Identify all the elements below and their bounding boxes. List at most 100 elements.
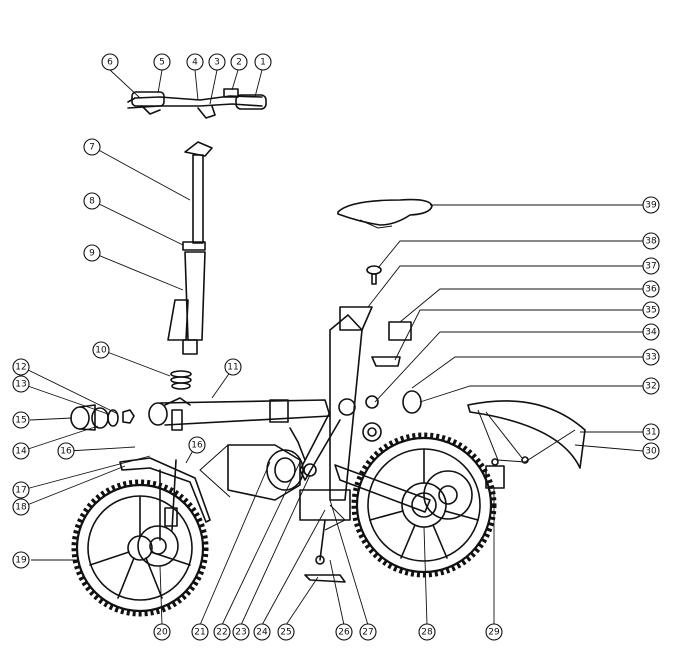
callout-circle	[642, 323, 660, 341]
callout-2: 2	[230, 53, 248, 71]
callout-circle	[83, 244, 101, 262]
handlebar-assembly	[127, 88, 267, 119]
callout-20: 20	[153, 623, 171, 641]
callout-circle	[642, 280, 660, 298]
callout-22: 22	[213, 623, 231, 641]
callout-number: 35	[645, 306, 656, 316]
seat-tube	[329, 314, 363, 501]
callout-11: 11	[224, 358, 242, 376]
callout-circle	[418, 623, 436, 641]
callout-circle	[642, 377, 660, 395]
seat-post-sleeve	[388, 321, 412, 341]
callout-19: 19	[12, 551, 30, 569]
bottom-bracket	[299, 489, 351, 521]
callout-circle	[12, 411, 30, 429]
stem-base	[182, 339, 198, 355]
callout-number: 16	[60, 447, 72, 457]
callout-21: 21	[191, 623, 209, 641]
saddle	[337, 198, 433, 229]
frame-bearing	[365, 395, 379, 409]
callout-number: 38	[645, 237, 657, 247]
kickstand	[304, 504, 346, 583]
callout-17: 17	[12, 481, 30, 499]
rear-wheel	[351, 432, 497, 578]
small-gear	[362, 422, 382, 442]
callout-33: 33	[642, 348, 660, 366]
callout-13: 13	[12, 375, 30, 393]
callout-number: 18	[15, 503, 27, 513]
callout-3: 3	[208, 53, 226, 71]
callout-14: 14	[12, 442, 30, 460]
seat-clamp-ring	[371, 356, 401, 367]
callout-number: 4	[192, 58, 198, 68]
front-fender	[119, 457, 211, 523]
callout-circle	[335, 623, 353, 641]
callout-6: 6	[101, 53, 119, 71]
callout-circle	[232, 623, 250, 641]
callout-number: 16	[191, 441, 203, 451]
stem-clamp	[197, 105, 216, 119]
folding-hinge	[269, 399, 289, 423]
callout-38: 38	[642, 232, 660, 250]
callout-number: 1	[260, 58, 266, 68]
callout-circle	[642, 196, 660, 214]
seat-clamp-bolt	[366, 265, 382, 285]
callout-number: 37	[645, 262, 656, 272]
callout-circle	[359, 623, 377, 641]
callout-circle	[12, 375, 30, 393]
callout-number: 14	[15, 447, 27, 457]
callout-circle	[101, 53, 119, 71]
callout-39: 39	[642, 196, 660, 214]
callout-37: 37	[642, 257, 660, 275]
callout-15: 15	[12, 411, 30, 429]
callout-number: 11	[227, 363, 238, 373]
callout-23: 23	[232, 623, 250, 641]
callout-circle	[57, 442, 75, 460]
callout-number: 27	[362, 628, 373, 638]
rear-fender	[467, 400, 586, 489]
right-grip	[235, 94, 267, 110]
callout-number: 10	[95, 346, 107, 356]
callout-circle	[83, 138, 101, 156]
callout-number: 13	[15, 380, 26, 390]
callout-number: 24	[256, 628, 268, 638]
callout-28: 28	[418, 623, 436, 641]
callout-27: 27	[359, 623, 377, 641]
callout-circle	[642, 301, 660, 319]
callout-number: 33	[645, 353, 656, 363]
callout-circle	[12, 551, 30, 569]
callout-circle	[230, 53, 248, 71]
callout-16: 16	[188, 436, 206, 454]
kickstand-foot	[304, 574, 346, 583]
stem-top-clamp	[184, 141, 213, 157]
lower-stem	[184, 251, 206, 341]
callout-24: 24	[253, 623, 271, 641]
callout-number: 17	[15, 486, 26, 496]
callout-number: 31	[645, 428, 656, 438]
front-brake-caliper	[164, 507, 178, 527]
callout-number: 21	[194, 628, 205, 638]
callout-circle	[642, 232, 660, 250]
callout-circle	[191, 623, 209, 641]
callout-circle	[12, 498, 30, 516]
chain-stay	[334, 464, 431, 513]
left-grip	[131, 91, 165, 107]
callout-16: 16	[57, 442, 75, 460]
callout-number: 39	[645, 201, 657, 211]
callout-26: 26	[335, 623, 353, 641]
brake-lever	[141, 105, 161, 115]
callout-number: 2	[236, 58, 242, 68]
bearing-cup	[70, 406, 90, 430]
callout-number: 9	[89, 249, 95, 259]
battery-pack	[199, 444, 317, 501]
callout-circle	[277, 623, 295, 641]
callout-circle	[642, 423, 660, 441]
rear-brake-disc	[423, 470, 473, 520]
callout-number: 20	[156, 628, 168, 638]
front-brake-disc	[137, 525, 179, 567]
stem-tube	[167, 141, 213, 355]
callout-circle	[92, 341, 110, 359]
callout-number: 36	[645, 285, 657, 295]
headset-nut	[122, 409, 135, 424]
callout-number: 34	[645, 328, 657, 338]
